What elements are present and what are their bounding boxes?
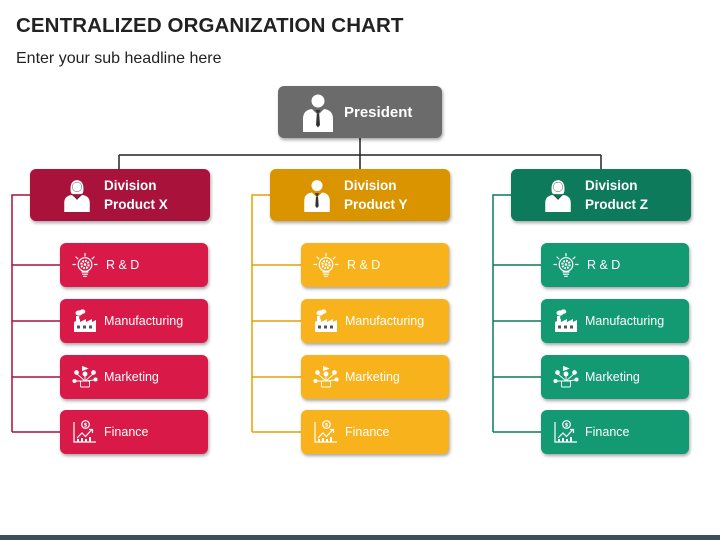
finance-chart-icon (72, 419, 98, 445)
businessman-icon (300, 176, 334, 214)
z-marketing-item[interactable]: Marketing (541, 355, 689, 399)
item-label: Marketing (585, 370, 640, 384)
item-label: Marketing (345, 370, 400, 384)
x-rd-item[interactable]: R & D (60, 243, 208, 287)
factory-icon (553, 308, 579, 334)
finance-chart-icon (313, 419, 339, 445)
division-label: Division (104, 178, 157, 193)
division-label: Division (585, 178, 638, 193)
division-product-name: Product Y (344, 197, 408, 212)
y-rd-item[interactable]: R & D (301, 243, 449, 287)
y-finance-item[interactable]: Finance (301, 410, 449, 454)
marketing-icon (313, 364, 339, 390)
lightbulb-gear-icon (553, 252, 579, 278)
president-box[interactable]: President (278, 86, 442, 138)
z-rd-item[interactable]: R & D (541, 243, 689, 287)
item-label: Manufacturing (585, 314, 665, 328)
division-label: Division (344, 178, 397, 193)
x-manufacturing-item[interactable]: Manufacturing (60, 299, 208, 343)
x-finance-item[interactable]: Finance (60, 410, 208, 454)
division-product-name: Product Z (585, 197, 648, 212)
marketing-icon (553, 364, 579, 390)
item-label: Manufacturing (104, 314, 184, 328)
item-label: Finance (585, 425, 630, 439)
item-label: Marketing (104, 370, 159, 384)
y-manufacturing-item[interactable]: Manufacturing (301, 299, 449, 343)
marketing-icon (72, 364, 98, 390)
item-label: R & D (106, 258, 140, 272)
y-marketing-item[interactable]: Marketing (301, 355, 449, 399)
division-product-name: Product X (104, 197, 168, 212)
businesswoman-icon (60, 176, 94, 214)
president-label: President (344, 103, 413, 121)
businesswoman-icon (541, 176, 575, 214)
division-product-x-box[interactable]: Division Product X (30, 169, 210, 221)
x-marketing-item[interactable]: Marketing (60, 355, 208, 399)
item-label: Finance (104, 425, 149, 439)
businessman-icon (298, 92, 338, 132)
footer-bar (0, 535, 720, 540)
z-manufacturing-item[interactable]: Manufacturing (541, 299, 689, 343)
page-subtitle: Enter your sub headline here (16, 50, 222, 67)
division-product-z-box[interactable]: Division Product Z (511, 169, 691, 221)
factory-icon (72, 308, 98, 334)
item-label: Manufacturing (345, 314, 425, 328)
item-label: R & D (347, 258, 381, 272)
division-product-y-box[interactable]: Division Product Y (270, 169, 450, 221)
lightbulb-gear-icon (72, 252, 98, 278)
factory-icon (313, 308, 339, 334)
item-label: Finance (345, 425, 390, 439)
lightbulb-gear-icon (313, 252, 339, 278)
z-finance-item[interactable]: Finance (541, 410, 689, 454)
item-label: R & D (587, 258, 621, 272)
finance-chart-icon (553, 419, 579, 445)
page-title: CENTRALIZED ORGANIZATION CHART (16, 14, 404, 37)
